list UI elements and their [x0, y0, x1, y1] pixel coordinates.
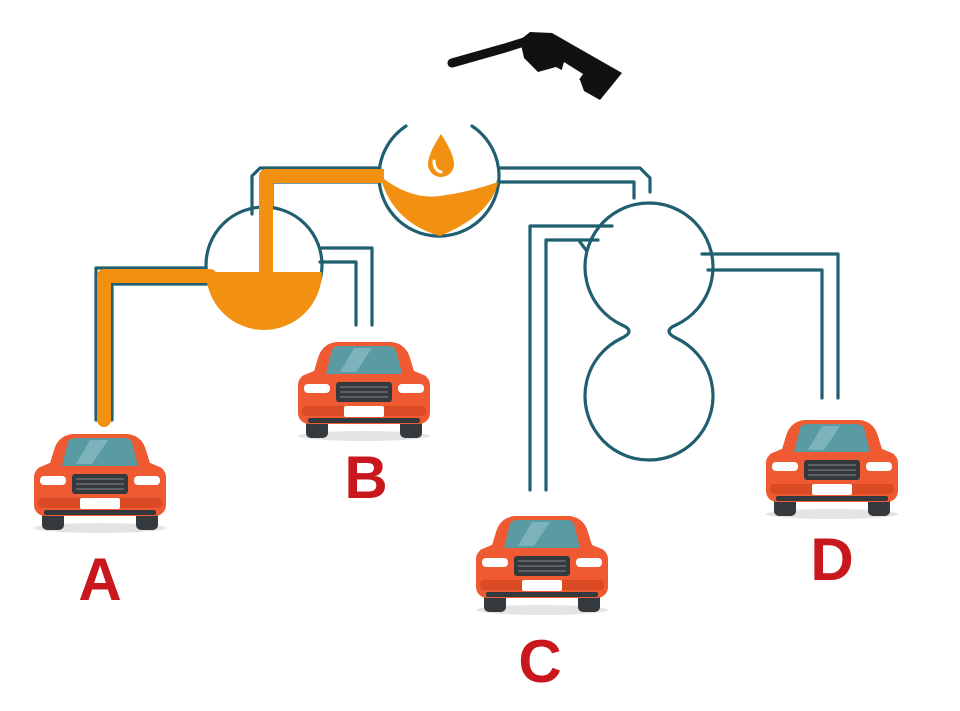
pipe-network	[94, 124, 840, 492]
fuel-drop-icon	[428, 134, 454, 177]
pipe-to-b	[320, 246, 374, 327]
car-a-icon	[33, 433, 167, 534]
car-c-icon	[475, 515, 609, 616]
label-b: B	[344, 444, 387, 511]
right-lower-tank	[583, 336, 715, 462]
label-d: D	[810, 526, 853, 593]
fuel-top-tank	[380, 176, 498, 236]
car-b-icon	[297, 341, 431, 442]
pipe-to-c	[528, 224, 614, 492]
car-d-icon	[765, 419, 899, 520]
pipe-to-d	[700, 252, 840, 400]
label-c: C	[518, 628, 561, 695]
label-a: A	[78, 546, 121, 613]
fuel-flow	[97, 169, 498, 427]
fuel-left-tank	[206, 272, 322, 330]
right-upper-tank	[583, 201, 715, 327]
fuel-nozzle-icon	[447, 32, 622, 100]
top-tank	[377, 124, 501, 238]
